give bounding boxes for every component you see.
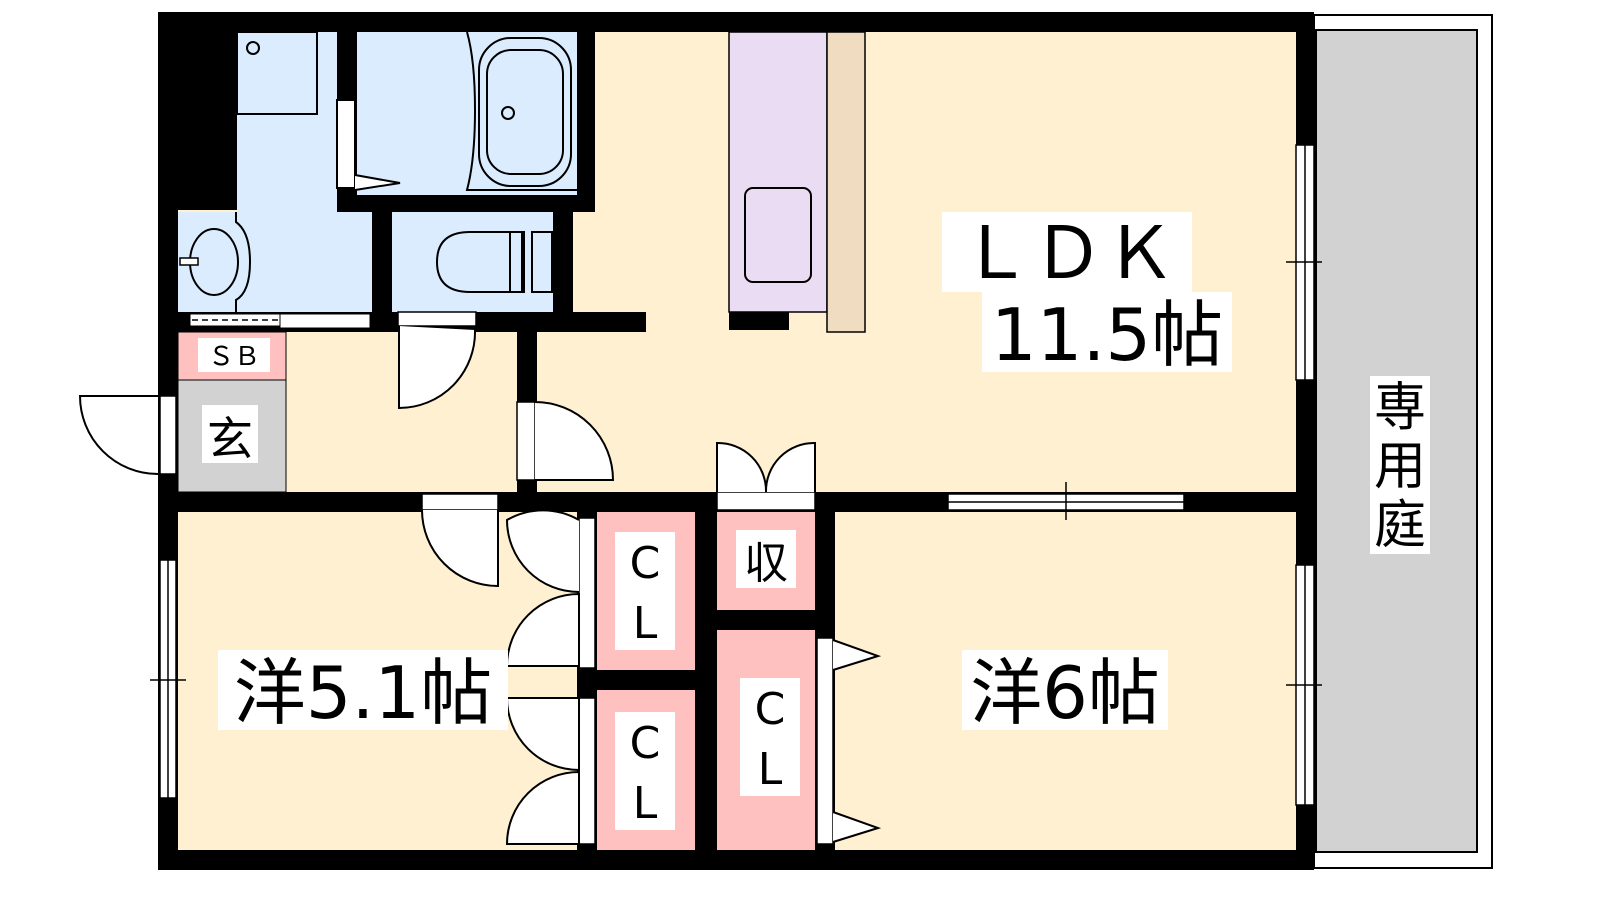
front-door-swing (78, 395, 159, 475)
garden-label: 用 (1374, 437, 1426, 497)
ldk-label: ＬＤＫ (960, 211, 1176, 295)
bathtub-icon (478, 37, 572, 187)
sink-icon (744, 187, 812, 283)
washroom (178, 212, 372, 312)
closet-door[interactable] (832, 639, 882, 671)
closet-label: L (633, 598, 658, 649)
wall (577, 32, 595, 212)
bathroom (357, 32, 577, 195)
storage-label: 収 (744, 538, 788, 589)
toilet-icon (435, 231, 523, 293)
wall-block (178, 32, 237, 210)
closet-door[interactable] (505, 509, 580, 593)
faucet-icon (179, 257, 199, 266)
closet-label: C (630, 718, 661, 769)
closet-label: C (630, 538, 661, 589)
ldk-size: 11.5帖 (991, 293, 1223, 377)
shoe-box-label: ＳＢ (208, 342, 260, 372)
entrance-label: 玄 (207, 412, 253, 466)
garden-label: 専 (1374, 378, 1426, 438)
washroom-upper (237, 32, 337, 212)
bath-door[interactable] (336, 99, 356, 189)
closet-door[interactable] (832, 811, 882, 843)
storage-door[interactable] (716, 441, 768, 493)
kitchen-bar-counter (826, 31, 866, 333)
toilet-room (392, 212, 553, 312)
storage-door[interactable] (764, 441, 816, 493)
closet-label: L (633, 778, 658, 829)
kitchen-counter (728, 31, 828, 313)
front-door[interactable] (159, 395, 177, 475)
wall (553, 212, 573, 312)
wash-sliding-door[interactable] (279, 313, 371, 329)
washing-machine-pan (236, 31, 318, 115)
closet-label: L (758, 744, 783, 795)
bedroom-a-label: 洋5.1帖 (234, 651, 493, 735)
closet-label: C (755, 684, 786, 735)
bedroom-door[interactable] (421, 509, 499, 588)
toilet-tank-icon (531, 231, 553, 293)
drain-icon (246, 41, 260, 55)
garden-label: 庭 (1374, 496, 1426, 556)
wall (372, 212, 392, 332)
toilet-door[interactable] (398, 326, 477, 410)
closet-door[interactable] (505, 770, 580, 845)
bedroom-b-label: 洋6帖 (970, 651, 1160, 735)
wall (337, 195, 595, 212)
ldk-door[interactable] (534, 401, 615, 481)
